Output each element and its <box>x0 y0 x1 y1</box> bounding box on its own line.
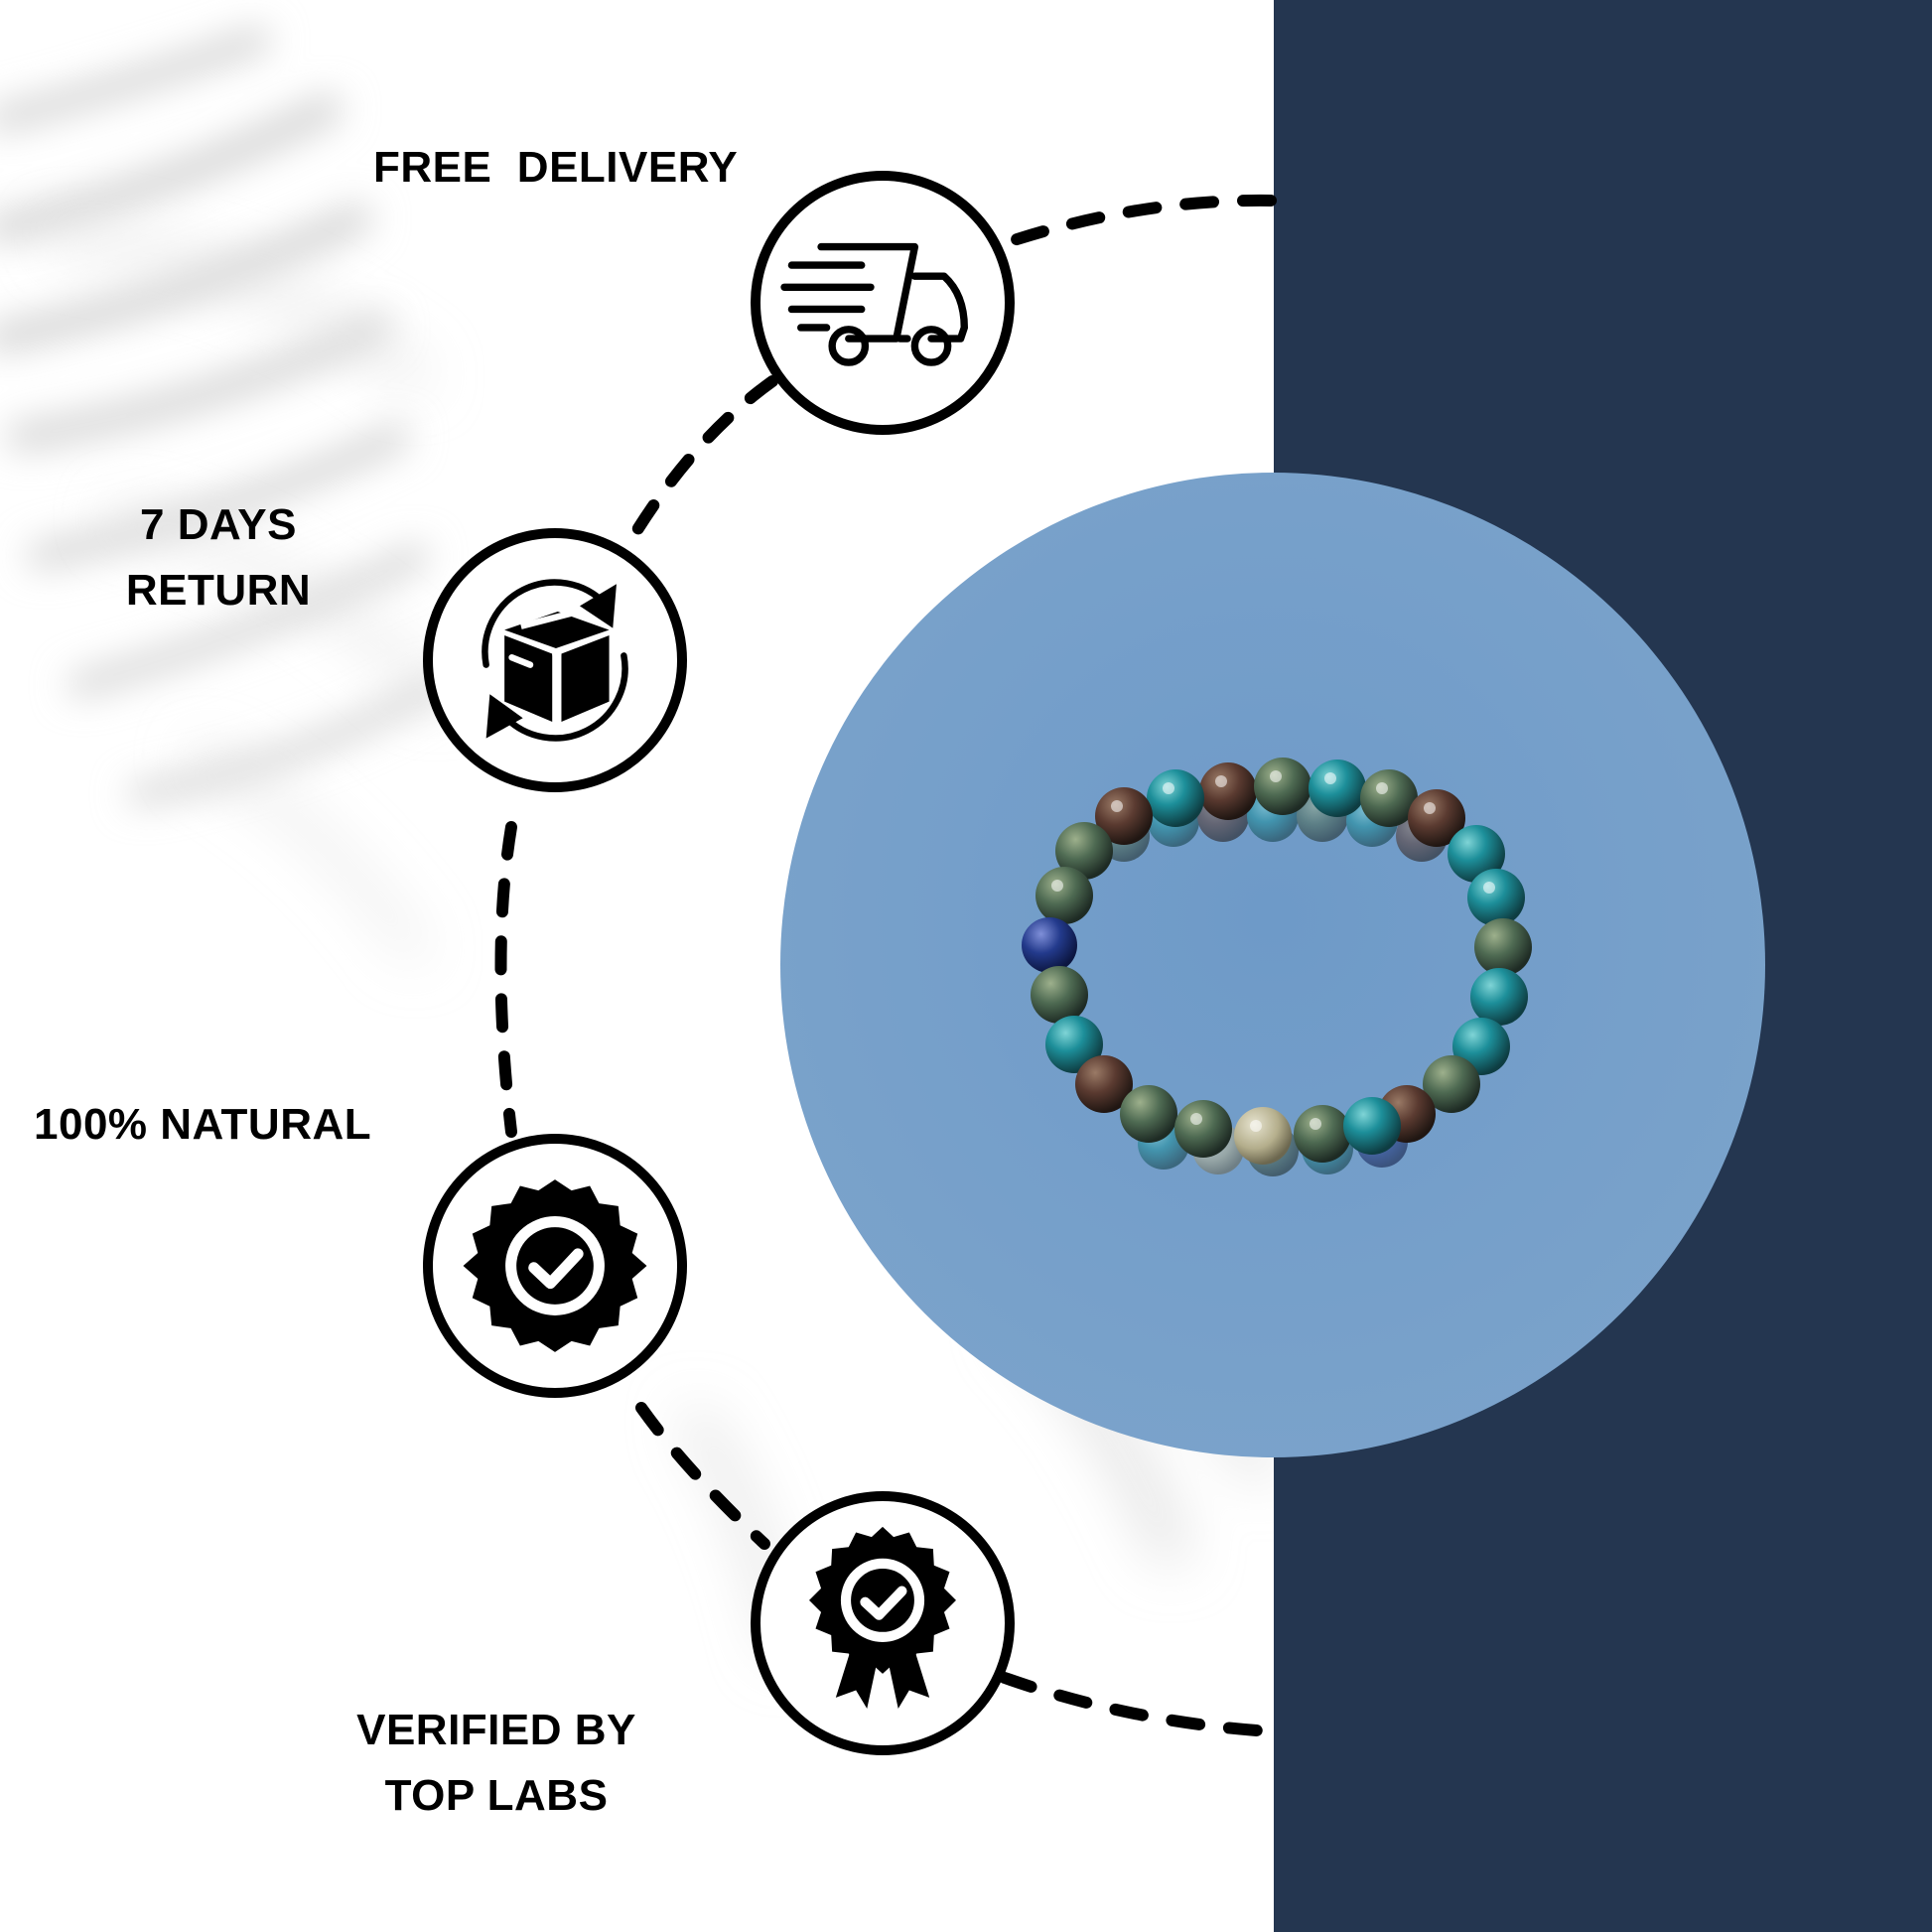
verified-label-line2: TOP LABS <box>384 1771 609 1820</box>
verified-badge <box>751 1491 1015 1755</box>
delivery-truck-icon <box>780 242 969 366</box>
product-photo-circle <box>780 473 1765 1457</box>
return-label-line2: RETURN <box>125 566 312 615</box>
free-delivery-label: FREE DELIVERY <box>373 143 739 192</box>
bead-bracelet-photo-icon <box>780 473 1765 1457</box>
return-badge <box>423 528 687 792</box>
verified-seal-icon <box>463 1179 647 1352</box>
verified-label-line1: VERIFIED BY <box>356 1706 636 1754</box>
return-box-icon <box>482 579 628 742</box>
natural-badge <box>423 1134 687 1398</box>
return-label-line1: 7 DAYS <box>140 500 297 549</box>
free-delivery-badge <box>751 171 1015 435</box>
award-ribbon-icon <box>809 1526 956 1710</box>
natural-label: 100% NATURAL <box>34 1100 372 1149</box>
